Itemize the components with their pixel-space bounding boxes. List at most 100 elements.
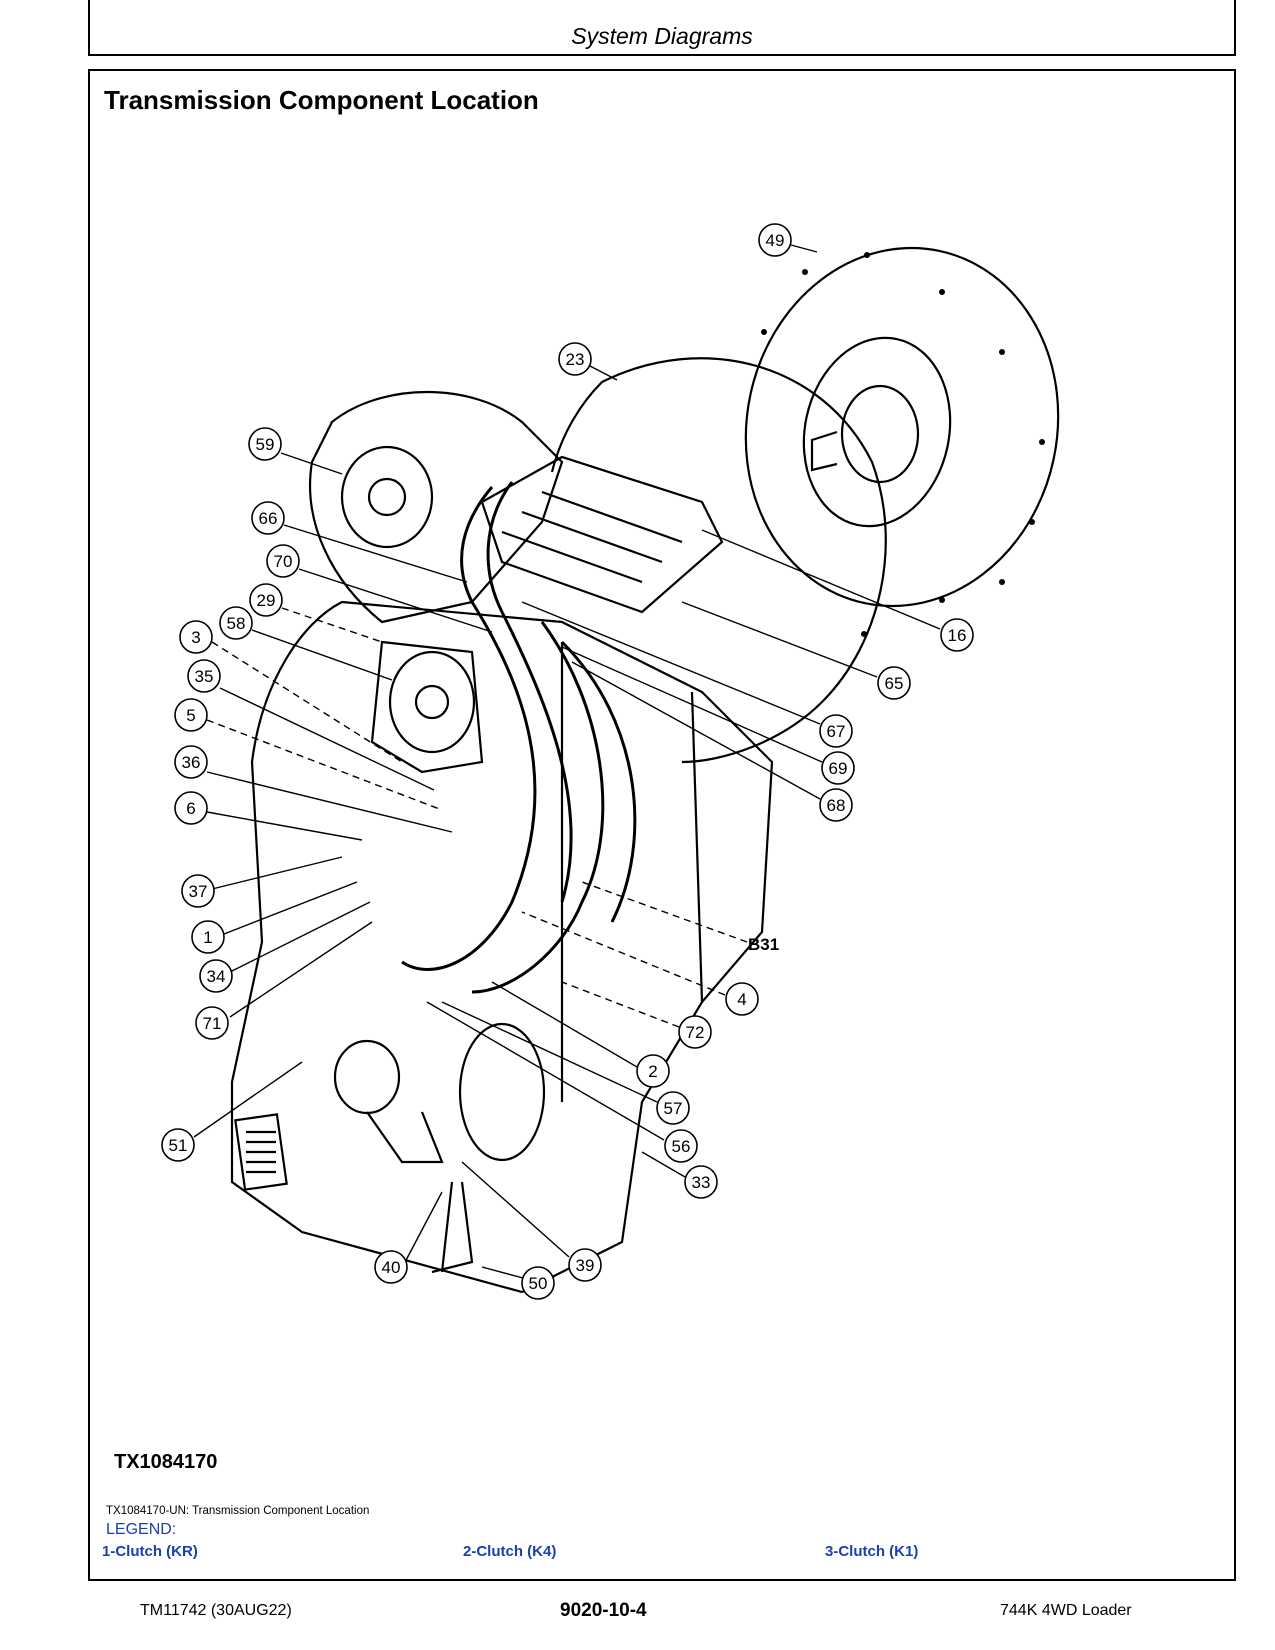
legend-item-2[interactable]: 2-Clutch (K4): [463, 1543, 557, 1560]
content-frame: Transmission Component Location: [88, 69, 1236, 1581]
footer-page-number: 9020-10-4: [560, 1600, 647, 1621]
callout-70: 70: [266, 544, 300, 578]
callouts: 49 23 59 66 70 29 3 58 35 5 36 6 37 1 34…: [161, 223, 974, 1300]
pto-bearing: [340, 445, 434, 549]
pump-body: [370, 640, 484, 774]
callout-58: 58: [219, 606, 253, 640]
callout-71: 71: [195, 1006, 229, 1040]
filter-tube: [366, 1111, 444, 1164]
svg-text:2: 2: [648, 1062, 657, 1081]
svg-text:57: 57: [664, 1099, 683, 1118]
callout-23: 23: [558, 342, 592, 376]
legend-item-1[interactable]: 1-Clutch (KR): [102, 1543, 198, 1560]
svg-text:72: 72: [686, 1023, 705, 1042]
svg-text:4: 4: [737, 990, 746, 1009]
callout-1: 1: [191, 920, 225, 954]
transmission-diagram: 49 23 59 66 70 29 3 58 35 5 36 6 37 1 34…: [161, 223, 1060, 1300]
callout-40: 40: [374, 1250, 408, 1284]
callout-4: 4: [725, 982, 759, 1016]
svg-text:3: 3: [191, 628, 200, 647]
svg-text:35: 35: [195, 667, 214, 686]
gearcase-body: [230, 600, 774, 1294]
svg-text:66: 66: [259, 509, 278, 528]
callout-5: 5: [174, 698, 208, 732]
upper-housing: [309, 391, 564, 624]
callout-6: 6: [174, 791, 208, 825]
callout-34: 34: [199, 959, 233, 993]
callout-67: 67: [819, 714, 853, 748]
callout-29: 29: [249, 583, 283, 617]
svg-text:70: 70: [274, 552, 293, 571]
hose-a: [401, 486, 537, 971]
callout-39: 39: [568, 1248, 602, 1282]
svg-text:49: 49: [766, 231, 785, 250]
callout-66: 66: [251, 501, 285, 535]
filter-head: [333, 1039, 401, 1115]
svg-text:36: 36: [182, 753, 201, 772]
lower-flange: [458, 1022, 546, 1162]
svg-text:16: 16: [948, 626, 967, 645]
svg-text:39: 39: [576, 1256, 595, 1275]
svg-text:1: 1: [203, 928, 212, 947]
flywheel-bolts: [761, 252, 1045, 637]
svg-text:34: 34: [207, 967, 226, 986]
callout-69: 69: [821, 751, 855, 785]
callout-49: 49: [758, 223, 792, 257]
callout-51: 51: [161, 1128, 195, 1162]
callout-2: 2: [636, 1054, 670, 1088]
callout-59: 59: [248, 427, 282, 461]
svg-text:37: 37: [189, 882, 208, 901]
header-box: System Diagrams: [88, 0, 1236, 56]
svg-text:51: 51: [169, 1136, 188, 1155]
flywheel-hub: [840, 384, 920, 484]
flywheel-inner: [802, 336, 952, 528]
callout-33: 33: [684, 1165, 718, 1199]
svg-text:56: 56: [672, 1137, 691, 1156]
bell-housing: [601, 357, 887, 764]
footer-manual-id: TM11742 (30AUG22): [140, 1602, 292, 1619]
callout-72: 72: [678, 1015, 712, 1049]
svg-text:58: 58: [227, 614, 246, 633]
flywheel-plate: [744, 246, 1060, 608]
svg-text:71: 71: [203, 1014, 222, 1033]
svg-text:59: 59: [256, 435, 275, 454]
section-title: System Diagrams: [571, 23, 753, 49]
svg-text:5: 5: [186, 706, 195, 725]
legend-heading: LEGEND:: [106, 1521, 177, 1538]
svg-text:33: 33: [692, 1173, 711, 1192]
figure-id: TX1084170: [114, 1451, 218, 1473]
hose-c: [471, 621, 605, 994]
hose-b: [486, 481, 573, 903]
callout-50: 50: [521, 1266, 555, 1300]
hose-d: [560, 640, 637, 923]
callout-57: 57: [656, 1091, 690, 1125]
callout-16: 16: [940, 618, 974, 652]
svg-text:69: 69: [829, 759, 848, 778]
callout-68: 68: [819, 788, 853, 822]
svg-text:23: 23: [566, 350, 585, 369]
callout-b31: B31: [748, 935, 779, 954]
legend-item-3[interactable]: 3-Clutch (K1): [825, 1543, 919, 1560]
svg-text:6: 6: [186, 799, 195, 818]
control-valve: [480, 455, 724, 614]
data-plate: [234, 1113, 288, 1191]
callout-36: 36: [174, 745, 208, 779]
transmission-drawing: [230, 246, 1060, 1294]
svg-text:68: 68: [827, 796, 846, 815]
svg-text:65: 65: [885, 674, 904, 693]
callout-35: 35: [187, 659, 221, 693]
footer-model: 744K 4WD Loader: [1000, 1602, 1132, 1619]
output-shaft: [810, 430, 838, 472]
lever: [431, 1181, 474, 1274]
svg-text:67: 67: [827, 722, 846, 741]
svg-text:50: 50: [529, 1274, 548, 1293]
callout-37: 37: [181, 874, 215, 908]
callout-3: 3: [179, 620, 213, 654]
svg-text:40: 40: [382, 1258, 401, 1277]
callout-56: 56: [664, 1129, 698, 1163]
callout-65: 65: [877, 666, 911, 700]
figure-caption: TX1084170-UN: Transmission Component Loc…: [106, 1505, 370, 1517]
page-title: Transmission Component Location: [104, 85, 539, 115]
svg-text:29: 29: [257, 591, 276, 610]
leader-lines: [193, 244, 941, 1279]
